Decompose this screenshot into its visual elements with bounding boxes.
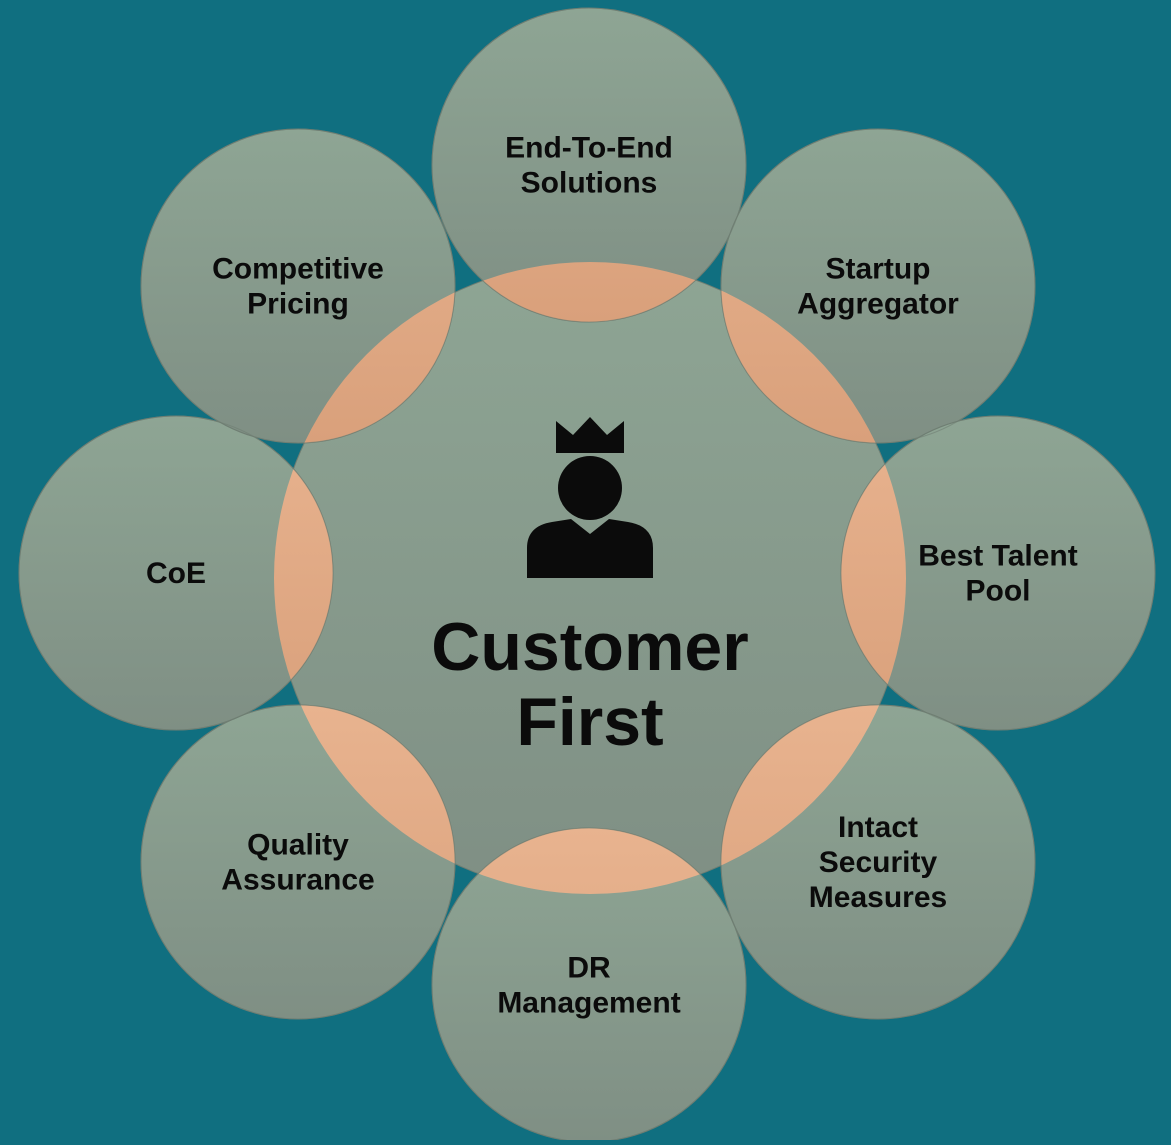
node-outline-quality-assurance [140,704,456,1020]
node-label-best-talent-pool-line-1: Best Talent [918,540,1077,573]
node-label-end-to-end-solutions-line-2: Solutions [521,167,658,200]
node-label-best-talent-pool-line-2: Pool [966,575,1031,608]
node-outline-end-to-end-solutions [431,7,747,323]
node-label-dr-management-line-2: Management [497,987,680,1020]
node-outline-competitive-pricing [140,128,456,444]
node-label-competitive-pricing-line-2: Pricing [247,288,349,321]
node-label-dr-management-line-1: DR [567,952,611,985]
node-label-quality-assurance-line-2: Assurance [221,864,374,897]
node-label-intact-security-measures-line-3: Measures [809,881,947,914]
node-outline-intact-security-measures [720,704,1036,1020]
node-label-startup-aggregator-line-1: Startup [826,253,931,286]
node-label-coe-line-1: CoE [146,557,206,590]
node-label-end-to-end-solutions-line-1: End-To-End [505,132,673,165]
text-layer: End-To-EndSolutionsStartupAggregatorBest… [146,132,1078,1020]
center-title-line-2: First [516,684,663,760]
node-label-startup-aggregator-line-2: Aggregator [797,288,959,321]
node-outline-coe [18,415,334,731]
node-label-intact-security-measures-line-1: Intact [838,811,918,844]
node-outline-startup-aggregator [720,128,1036,444]
node-outline-best-talent-pool [840,415,1156,731]
king-person-icon [527,417,653,578]
center-title-line-1: Customer [431,609,748,685]
node-label-quality-assurance-line-1: Quality [247,829,349,862]
node-label-competitive-pricing-line-1: Competitive [212,253,384,286]
node-label-intact-security-measures-line-2: Security [819,846,938,879]
